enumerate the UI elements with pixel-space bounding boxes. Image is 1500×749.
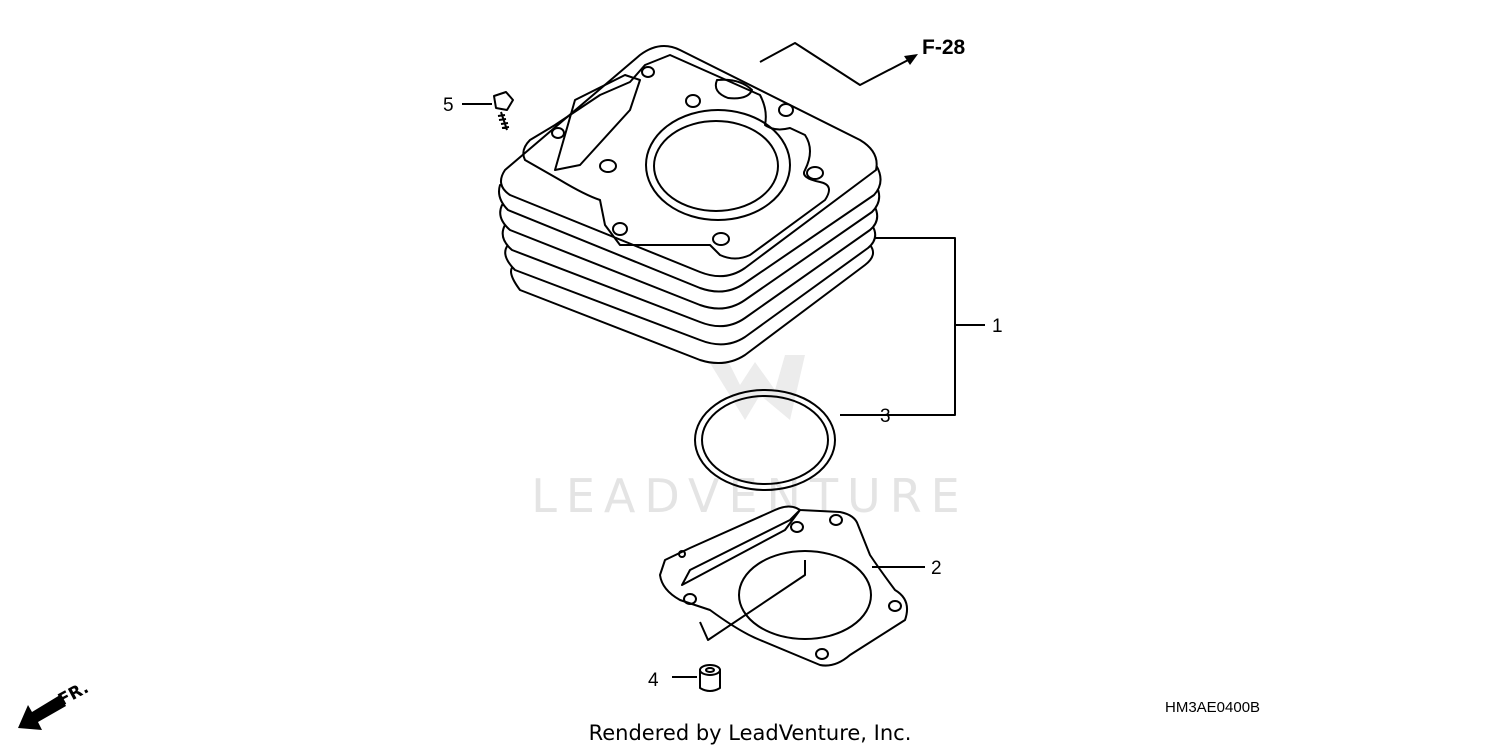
cylinder-part[interactable] — [498, 45, 882, 365]
callout-4[interactable]: 4 — [648, 670, 659, 691]
reference-link-f28[interactable]: F-28 — [922, 36, 966, 59]
diagram-code: HM3AE0400B — [1165, 699, 1260, 716]
bolt-part[interactable] — [493, 91, 514, 131]
leader-lines — [462, 42, 985, 678]
watermark-logo: LEADVENTURE — [531, 355, 969, 523]
callout-3[interactable]: 3 — [880, 406, 891, 427]
svg-text:LEADVENTURE: LEADVENTURE — [531, 469, 969, 523]
gasket-part[interactable] — [659, 505, 908, 667]
dowel-pin-part[interactable] — [699, 664, 721, 692]
front-direction-arrow-icon: FR. — [18, 678, 92, 730]
o-ring-part[interactable] — [694, 389, 836, 491]
credit-text: Rendered by LeadVenture, Inc. — [589, 721, 912, 745]
callout-2[interactable]: 2 — [931, 558, 942, 579]
callout-1[interactable]: 1 — [992, 316, 1003, 337]
callout-5[interactable]: 5 — [443, 95, 454, 116]
